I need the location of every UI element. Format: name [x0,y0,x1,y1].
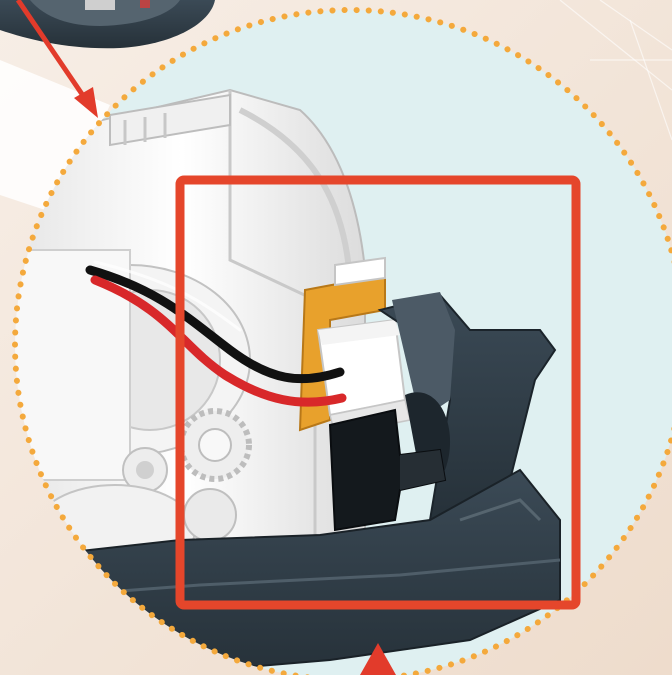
diagram-stage [0,0,672,675]
zoom-diagram [0,0,672,675]
